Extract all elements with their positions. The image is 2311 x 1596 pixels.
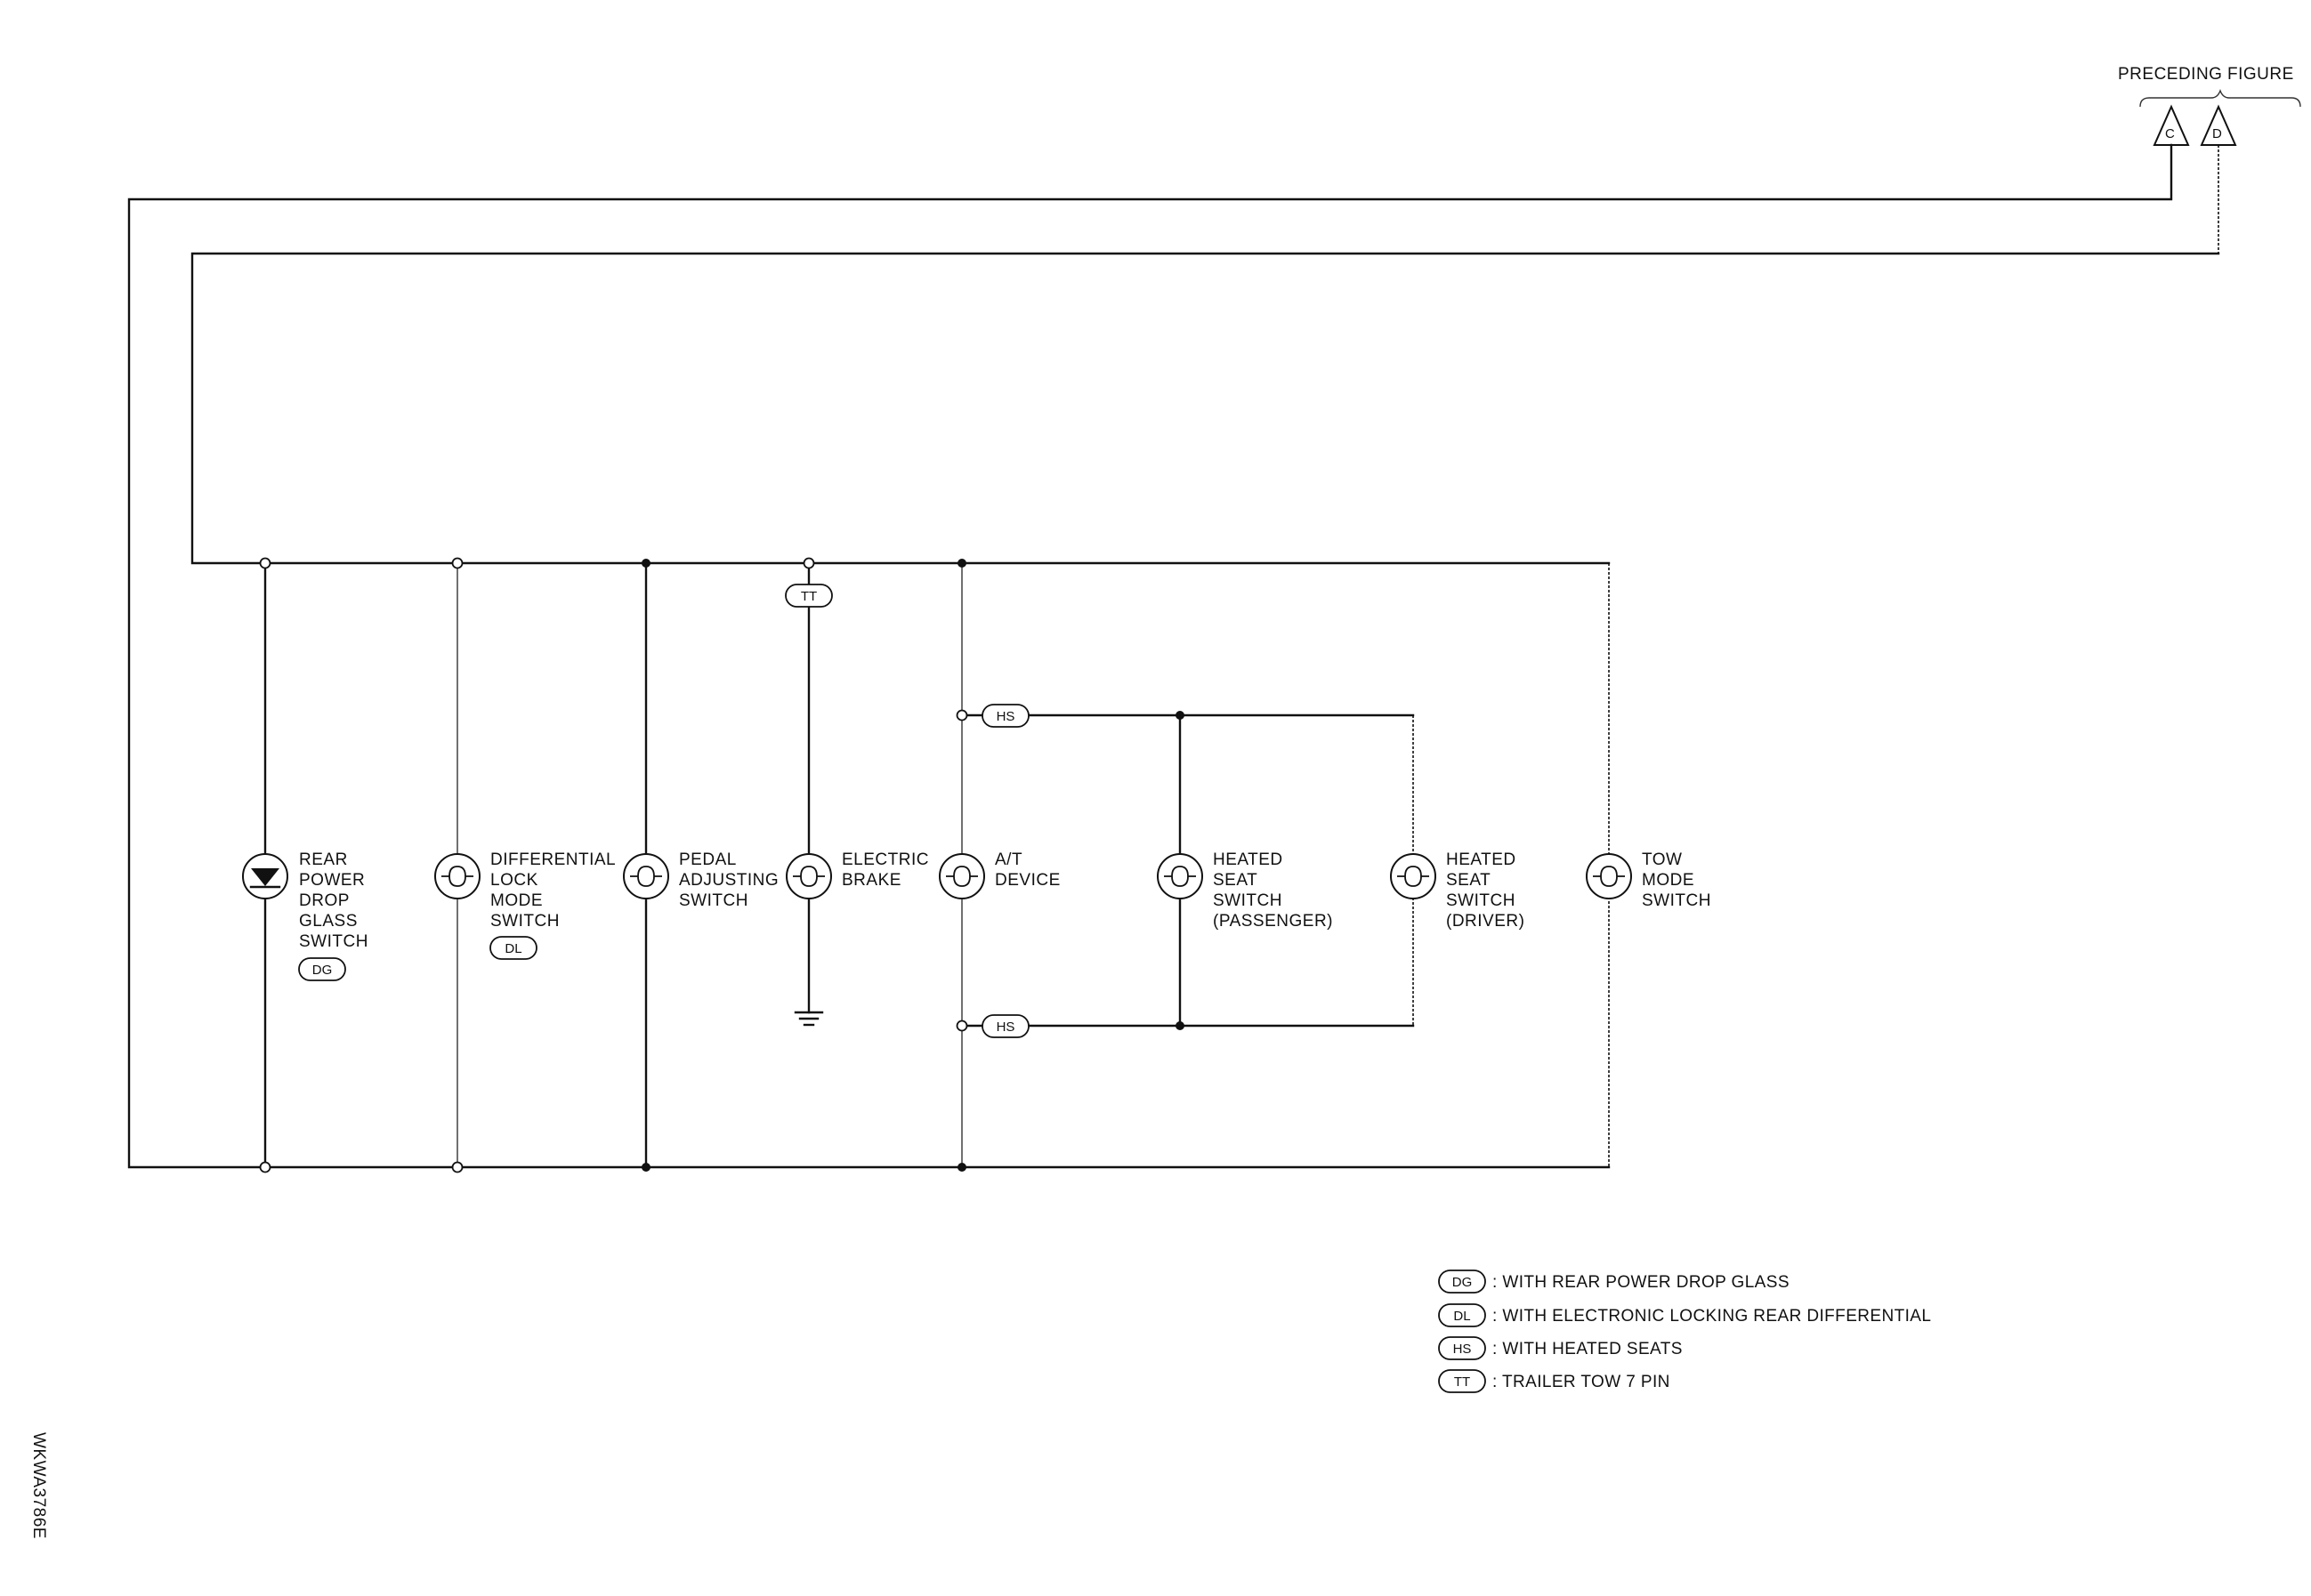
diode-icon	[242, 853, 288, 899]
lamp-icon-hs-driver	[1390, 853, 1436, 899]
lamp-icon-brake	[786, 853, 832, 899]
legend-item: TT : TRAILER TOW 7 PIN	[1438, 1369, 1670, 1393]
svg-text:SWITCH: SWITCH	[1642, 891, 1711, 910]
preceding-label: PRECEDING	[2118, 65, 2222, 84]
lamp-icon-tow-mode	[1586, 853, 1632, 899]
splice-closed-3	[642, 1163, 650, 1172]
splice-closed-4	[958, 1163, 966, 1172]
figure-label: FIGURE	[2227, 65, 2294, 84]
svg-text:POWER: POWER	[299, 871, 365, 890]
tag-dg: DG	[298, 957, 346, 981]
splice-open-1	[259, 557, 271, 569]
svg-text:SWITCH: SWITCH	[490, 912, 560, 931]
svg-text:TT: TT	[801, 589, 817, 604]
lamp-icon-at-device	[939, 853, 985, 899]
label-rear-power-drop-glass: REAR POWER DROP GLASS SWITCH	[299, 850, 368, 951]
svg-text:DG: DG	[1452, 1275, 1473, 1290]
svg-text:SWITCH: SWITCH	[299, 932, 368, 951]
svg-text:HEATED: HEATED	[1446, 850, 1516, 869]
legend-item: DL : WITH ELECTRONIC LOCKING REAR DIFFER…	[1438, 1303, 1931, 1327]
svg-text:LOCK: LOCK	[490, 871, 538, 890]
svg-text:HEATED: HEATED	[1213, 850, 1283, 869]
label-electric-brake: ELECTRIC BRAKE	[842, 850, 929, 890]
connector-c: C	[2153, 104, 2190, 146]
connector-c-label: C	[2165, 126, 2175, 141]
splice-closed-1	[642, 559, 650, 568]
lamp-icon-hs-passenger	[1157, 853, 1203, 899]
svg-text:HS: HS	[1453, 1342, 1472, 1357]
lamp-icon-differential	[434, 853, 481, 899]
svg-text:SEAT: SEAT	[1213, 871, 1257, 890]
label-pedal-adjusting: PEDAL ADJUSTING SWITCH	[679, 850, 779, 910]
svg-text:DG: DG	[312, 963, 333, 978]
splice-closed-5	[1176, 711, 1184, 720]
tag-tt: TT	[785, 584, 833, 608]
svg-text:TOW: TOW	[1642, 850, 1682, 869]
svg-text:HS: HS	[997, 1020, 1015, 1035]
svg-text:(PASSENGER): (PASSENGER)	[1213, 912, 1333, 931]
label-tow-mode: TOW MODE SWITCH	[1642, 850, 1711, 910]
label-at-device: A/T DEVICE	[995, 850, 1061, 890]
tag-dl: DL	[489, 936, 537, 960]
preceding-figure-header: PRECEDING FIGURE	[2118, 65, 2301, 108]
legend-item: DG : WITH REAR POWER DROP GLASS	[1438, 1270, 1790, 1294]
svg-text:: TRAILER TOW 7 PIN: : TRAILER TOW 7 PIN	[1492, 1373, 1670, 1391]
svg-text:DL: DL	[1453, 1309, 1470, 1324]
svg-text:DIFFERENTIAL: DIFFERENTIAL	[490, 850, 616, 869]
svg-text:BRAKE: BRAKE	[842, 871, 901, 890]
svg-text:DL: DL	[505, 941, 521, 956]
ground-icon	[794, 1011, 824, 1027]
tag-hs-top: HS	[982, 704, 1030, 728]
svg-text:REAR: REAR	[299, 850, 348, 869]
figure-id: WKWA3786E	[29, 1432, 48, 1539]
svg-text:DROP: DROP	[299, 891, 350, 910]
svg-text:: WITH ELECTRONIC LOCKING REAR: : WITH ELECTRONIC LOCKING REAR DIFFERENT…	[1492, 1307, 1931, 1326]
label-heated-seat-passenger: HEATED SEAT SWITCH (PASSENGER)	[1213, 850, 1333, 931]
svg-text:: WITH HEATED SEATS: : WITH HEATED SEATS	[1492, 1340, 1683, 1358]
connector-d-label: D	[2212, 126, 2222, 141]
lamp-icon-pedal	[623, 853, 669, 899]
svg-text:MODE: MODE	[1642, 871, 1694, 890]
svg-text:HS: HS	[997, 709, 1015, 724]
tag-hs-bottom: HS	[982, 1014, 1030, 1038]
svg-text:GLASS: GLASS	[299, 912, 358, 931]
svg-text:: WITH REAR POWER DROP GLASS: : WITH REAR POWER DROP GLASS	[1492, 1273, 1790, 1292]
splice-closed-6	[1176, 1021, 1184, 1030]
svg-text:SWITCH: SWITCH	[1213, 891, 1282, 910]
connector-d: D	[2200, 104, 2237, 146]
legend-item: HS : WITH HEATED SEATS	[1438, 1336, 1683, 1360]
connector-brace	[2139, 89, 2301, 108]
splice-open-7	[956, 1020, 968, 1032]
splice-open-3	[803, 557, 815, 569]
splice-open-2	[451, 557, 464, 569]
svg-text:ADJUSTING: ADJUSTING	[679, 871, 779, 890]
svg-text:TT: TT	[1454, 1374, 1470, 1390]
splice-open-4	[259, 1161, 271, 1173]
splice-closed-2	[958, 559, 966, 568]
svg-text:PEDAL: PEDAL	[679, 850, 737, 869]
svg-text:SWITCH: SWITCH	[1446, 891, 1515, 910]
label-heated-seat-driver: HEATED SEAT SWITCH (DRIVER)	[1446, 850, 1524, 931]
svg-text:SWITCH: SWITCH	[679, 891, 748, 910]
svg-text:(DRIVER): (DRIVER)	[1446, 912, 1524, 931]
svg-text:A/T: A/T	[995, 850, 1022, 869]
splice-open-6	[956, 709, 968, 721]
svg-text:SEAT: SEAT	[1446, 871, 1491, 890]
svg-text:DEVICE: DEVICE	[995, 871, 1061, 890]
wire-d	[190, 252, 2220, 565]
svg-text:MODE: MODE	[490, 891, 543, 910]
wire-c	[127, 143, 2173, 1169]
svg-text:ELECTRIC: ELECTRIC	[842, 850, 929, 869]
splice-open-5	[451, 1161, 464, 1173]
label-differential-lock-mode: DIFFERENTIAL LOCK MODE SWITCH	[490, 850, 616, 931]
legend: DG : WITH REAR POWER DROP GLASS DL : WIT…	[1438, 1270, 1931, 1393]
